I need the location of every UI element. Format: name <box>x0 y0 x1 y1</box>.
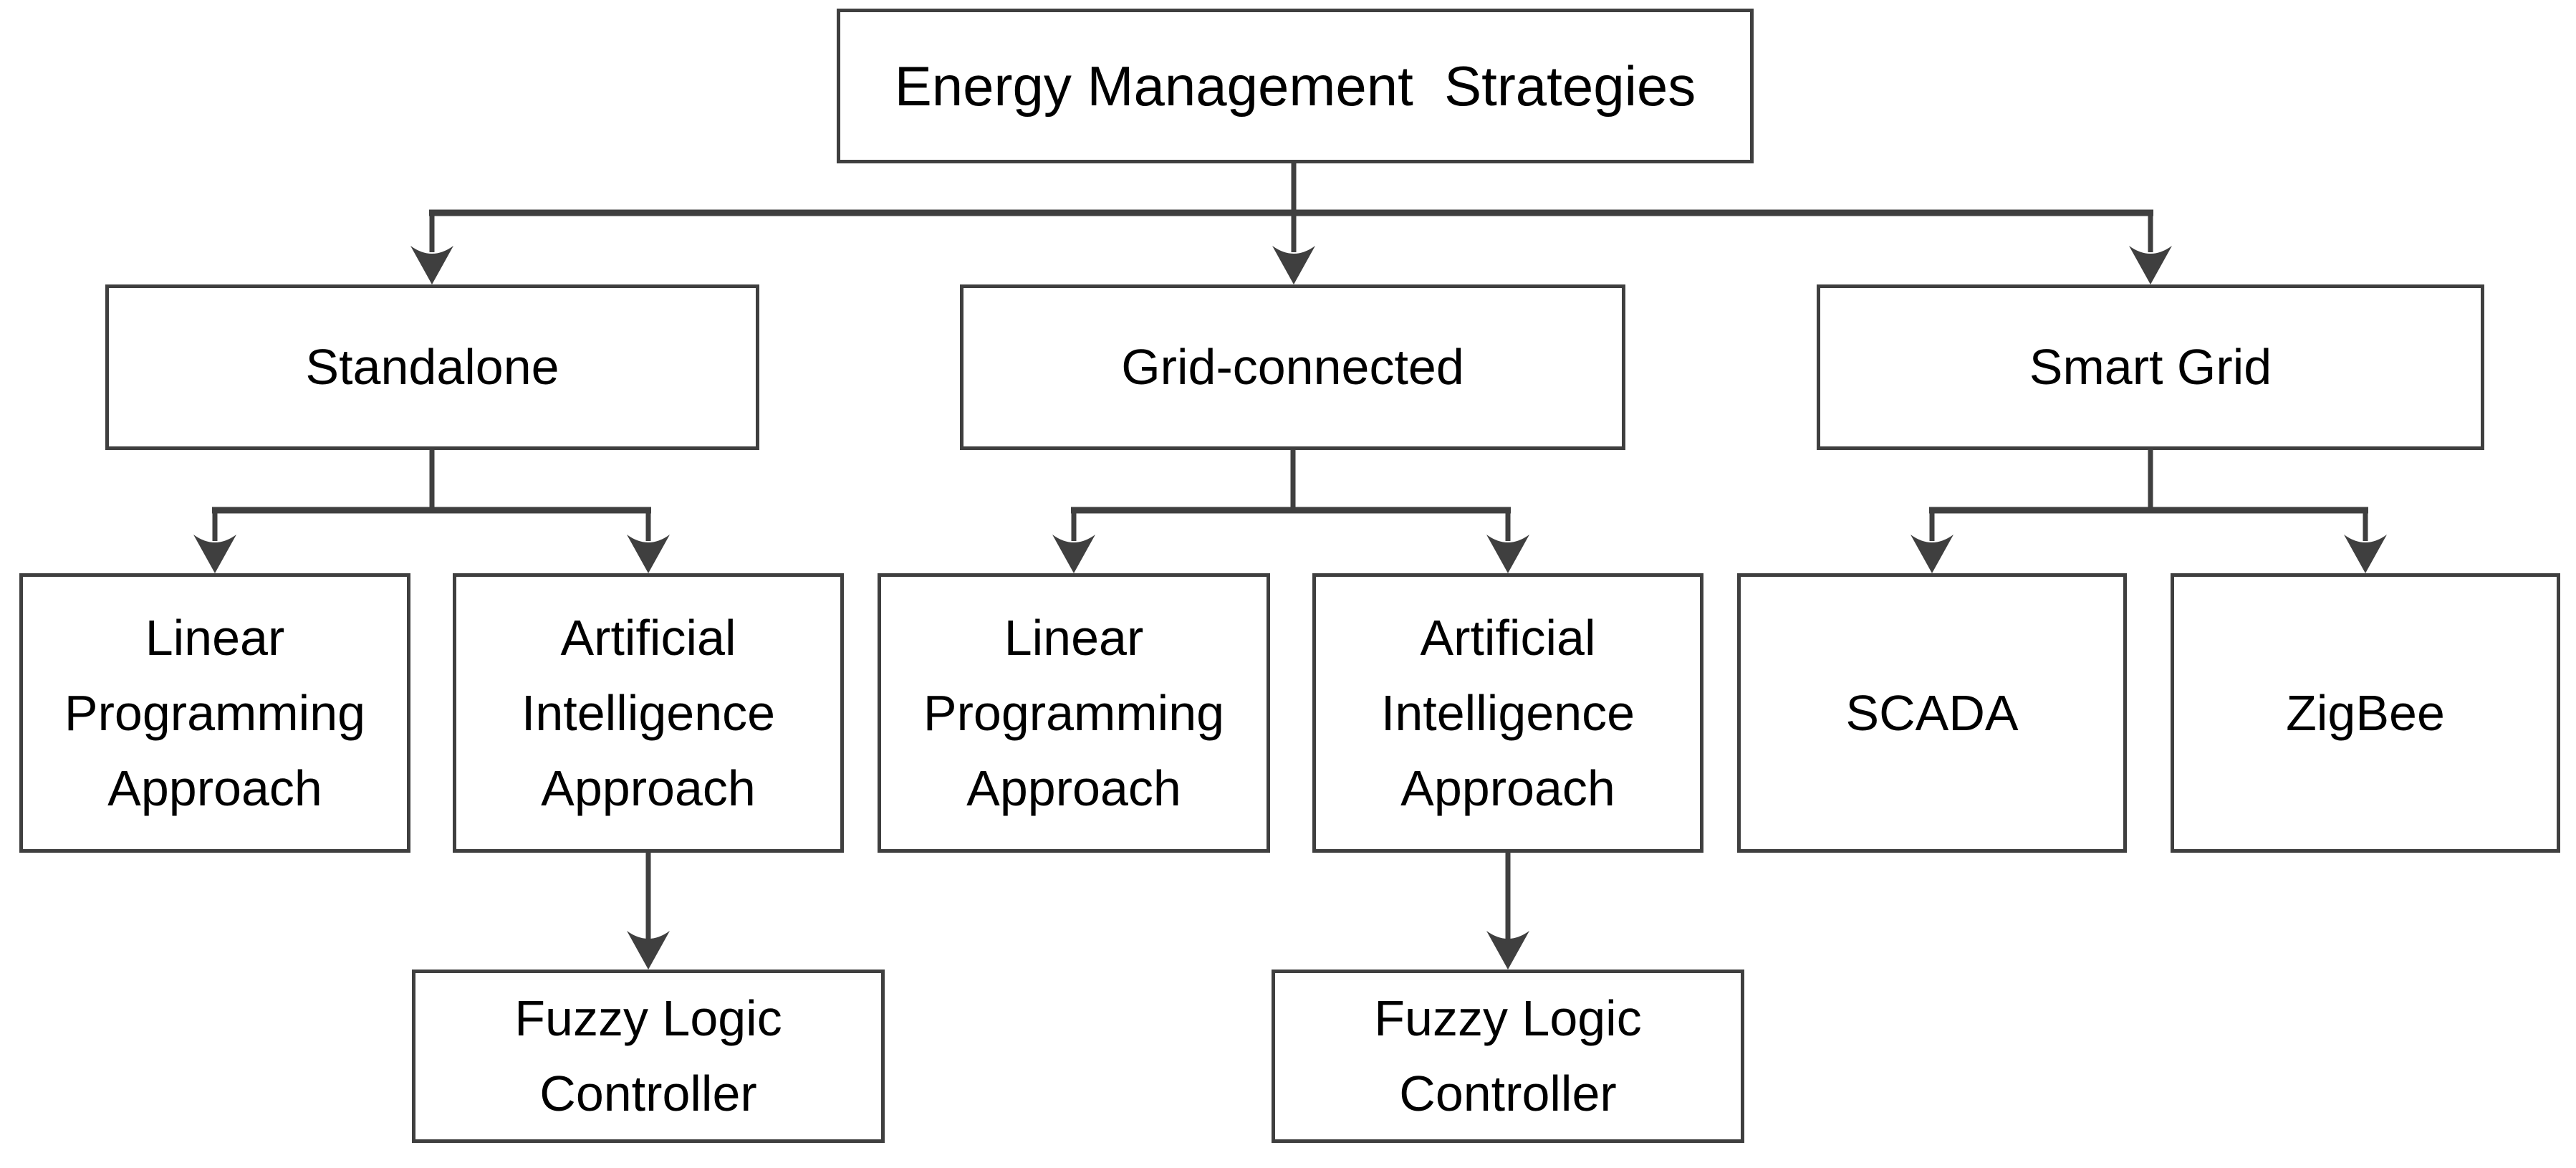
node-label: Linear Programming Approach <box>923 609 1225 816</box>
node-standalone-fuzzy-logic-controller: Fuzzy Logic Controller <box>412 970 885 1143</box>
arrowhead <box>2129 246 2172 284</box>
arrowhead <box>410 246 453 284</box>
node-grid-artificial-intelligence: Artificial Intelligence Approach <box>1312 573 1703 853</box>
node-grid-connected: Grid-connected <box>960 284 1625 450</box>
arrowhead <box>1486 931 1529 970</box>
arrowhead <box>627 535 670 573</box>
node-standalone: Standalone <box>105 284 759 450</box>
arrowhead <box>1272 246 1315 284</box>
node-label: Linear Programming Approach <box>64 609 366 816</box>
node-standalone-artificial-intelligence: Artificial Intelligence Approach <box>453 573 844 853</box>
node-label: SCADA <box>1845 684 2019 741</box>
node-label: Artificial Intelligence Approach <box>1380 609 1635 816</box>
arrowhead <box>193 535 236 573</box>
arrowhead <box>1486 535 1529 573</box>
node-standalone-linear-programming: Linear Programming Approach <box>19 573 410 853</box>
node-grid-linear-programming: Linear Programming Approach <box>878 573 1270 853</box>
arrowhead <box>1052 535 1095 573</box>
node-energy-management-strategies: Energy Management Strategies <box>837 9 1754 163</box>
node-smart-grid: Smart Grid <box>1817 284 2484 450</box>
node-label: Grid-connected <box>1121 339 1464 395</box>
arrowhead <box>1911 535 1953 573</box>
node-grid-fuzzy-logic-controller: Fuzzy Logic Controller <box>1272 970 1744 1143</box>
node-label: Standalone <box>305 339 559 395</box>
node-label: Fuzzy Logic Controller <box>514 990 782 1121</box>
node-label: ZigBee <box>2286 684 2445 741</box>
node-zigbee: ZigBee <box>2171 573 2560 853</box>
node-label: Fuzzy Logic Controller <box>1374 990 1642 1121</box>
node-scada: SCADA <box>1737 573 2127 853</box>
node-label: Energy Management Strategies <box>894 54 1696 118</box>
arrowhead <box>627 931 670 970</box>
node-label: Artificial Intelligence Approach <box>521 609 776 816</box>
node-label: Smart Grid <box>2029 339 2272 395</box>
arrowhead <box>2344 535 2387 573</box>
